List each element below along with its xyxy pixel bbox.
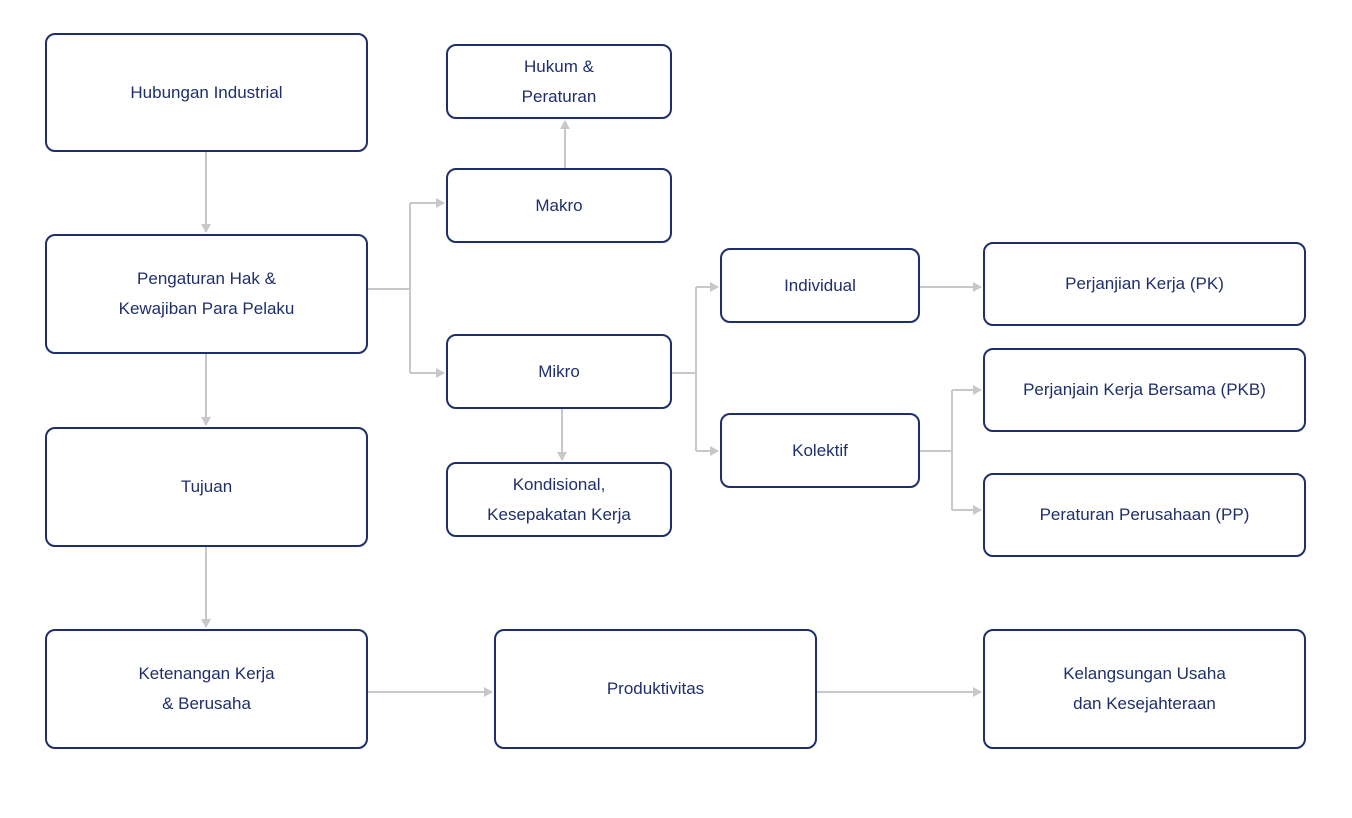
node-hubungan-industrial: Hubungan Industrial (45, 33, 368, 152)
node-label: Kolektif (792, 436, 848, 466)
node-label: Hubungan Industrial (130, 78, 282, 108)
node-label: Makro (535, 191, 582, 221)
node-label-line: Kesepakatan Kerja (487, 504, 631, 524)
node-label-line: Tujuan (180, 477, 233, 496)
node-tujuan: Tujuan (45, 427, 368, 547)
node-peraturan-perusahaan: Peraturan Perusahaan (PP) (983, 473, 1306, 557)
node-label: Hukum & Peraturan (522, 52, 597, 112)
node-label-line: Makro (535, 195, 583, 215)
node-label-line: Pengaturan Hak & (137, 269, 276, 288)
node-label-line: Peraturan Perusahaan (PP) (1039, 505, 1250, 524)
node-label-line: Individual (784, 275, 856, 295)
node-mikro: Mikro (446, 334, 672, 409)
node-label: Kondisional, Kesepakatan Kerja (487, 470, 631, 530)
node-label-line: Kelangsungan Usaha (1063, 664, 1226, 683)
node-perjanjian-kerja: Perjanjian Kerja (PK) (983, 242, 1306, 326)
node-kolektif: Kolektif (720, 413, 920, 488)
node-perjanjian-kerja-bersama: Perjanjain Kerja Bersama (PKB) (983, 348, 1306, 432)
node-label-line: Produktivitas (606, 679, 705, 698)
node-label: Peraturan Perusahaan (PP) (1040, 500, 1250, 530)
node-label-line: Ketenangan Kerja (138, 664, 275, 683)
node-kelangsungan-usaha: Kelangsungan Usaha dan Kesejahteraan (983, 629, 1306, 749)
node-label: Kelangsungan Usaha dan Kesejahteraan (1063, 659, 1226, 719)
node-label: Ketenangan Kerja & Berusaha (138, 659, 274, 719)
node-makro: Makro (446, 168, 672, 243)
node-label-line: Kolektif (792, 440, 848, 460)
node-label-line: Hukum & (524, 56, 594, 76)
node-pengaturan-hak: Pengaturan Hak & Kewajiban Para Pelaku (45, 234, 368, 354)
node-label: Tujuan (181, 472, 232, 502)
node-label: Perjanjian Kerja (PK) (1065, 269, 1224, 299)
node-individual: Individual (720, 248, 920, 323)
node-label-line: Kewajiban Para Pelaku (118, 299, 295, 318)
node-hukum-peraturan: Hukum & Peraturan (446, 44, 672, 119)
node-label: Perjanjain Kerja Bersama (PKB) (1023, 375, 1266, 405)
node-label: Produktivitas (607, 674, 704, 704)
node-label-line: Kondisional, (512, 474, 606, 494)
node-kondisional: Kondisional, Kesepakatan Kerja (446, 462, 672, 537)
node-label-line: Hubungan Industrial (130, 82, 283, 102)
node-label: Individual (784, 271, 856, 301)
node-ketenangan-kerja: Ketenangan Kerja & Berusaha (45, 629, 368, 749)
node-label-line: Perjanjain Kerja Bersama (PKB) (1023, 380, 1266, 399)
node-label: Mikro (538, 357, 580, 387)
node-label-line: Peraturan (521, 86, 597, 106)
node-label-line: Mikro (538, 361, 580, 381)
node-produktivitas: Produktivitas (494, 629, 817, 749)
node-label-line: Perjanjian Kerja (PK) (1065, 274, 1224, 293)
node-label-line: dan Kesejahteraan (1073, 694, 1216, 713)
node-label: Pengaturan Hak & Kewajiban Para Pelaku (119, 264, 295, 324)
node-label-line: & Berusaha (162, 694, 251, 713)
